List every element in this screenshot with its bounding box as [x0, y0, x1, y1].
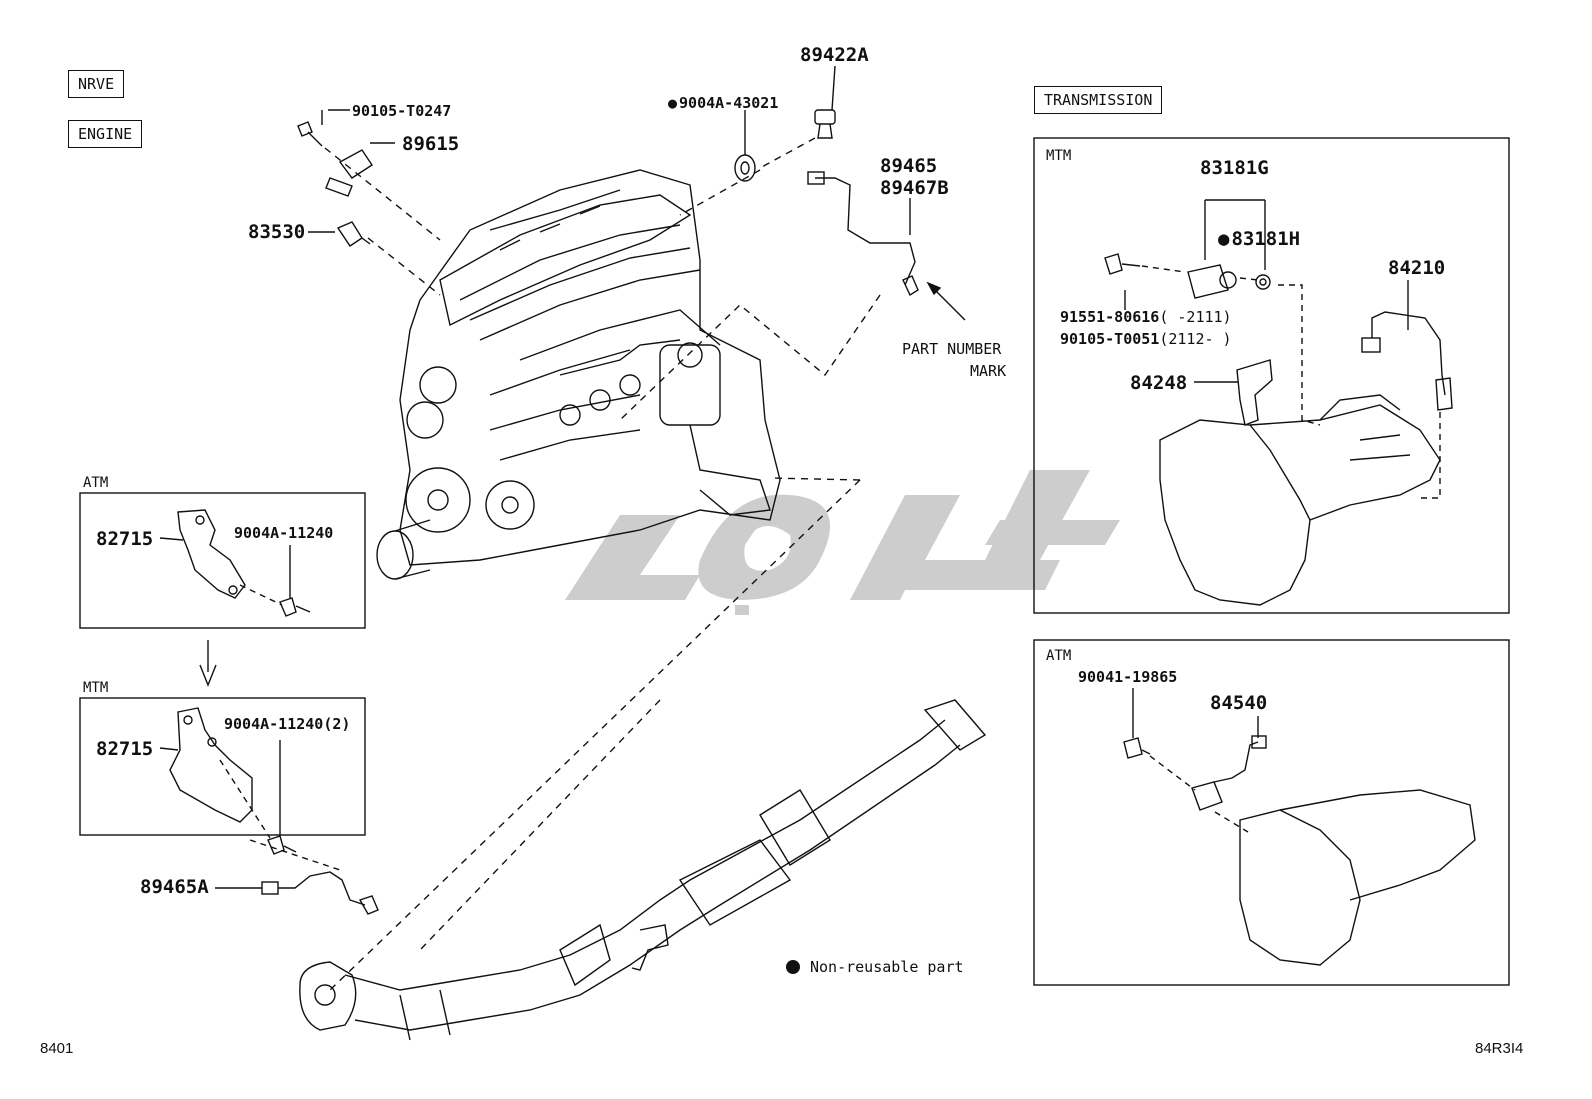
part-89467B[interactable]: 89467B	[880, 177, 949, 199]
sensor-89422A-icon	[814, 109, 836, 139]
part-82715-mtm[interactable]: 82715	[96, 738, 154, 760]
section-mtm-right: MTM	[1046, 148, 1072, 164]
atm-transmission-box	[1033, 639, 1510, 986]
mtm-transmission-box	[1033, 137, 1510, 614]
footer-right-code: 84R3I4	[1475, 1040, 1524, 1057]
mtm-bracket-box	[79, 697, 366, 836]
part-91551-number: 91551-80616	[1060, 308, 1160, 326]
part-90105-T0051-range: (2112- )	[1159, 330, 1232, 348]
bracket-82715-atm-icon	[177, 509, 246, 599]
transmission-mtm-drawing	[1159, 394, 1441, 606]
speed-sensor-83181G-icon	[1187, 264, 1237, 299]
tag-transmission: TRANSMISSION	[1034, 86, 1163, 114]
bolt-9004A-11240-icon	[279, 597, 311, 617]
note-mark: MARK	[970, 362, 1007, 380]
knock-sensor-89615-icon	[325, 149, 373, 197]
section-atm-top: ATM	[83, 475, 109, 491]
tag-engine: ENGINE	[68, 120, 143, 148]
section-atm-right: ATM	[1046, 648, 1072, 664]
tag-nrve: NRVE	[68, 70, 125, 98]
part-89615[interactable]: 89615	[402, 133, 460, 155]
switch-83530-icon	[336, 221, 371, 247]
oxygen-sensor-89465A-icon	[261, 871, 379, 915]
part-90105-T0247[interactable]: 90105-T0247	[352, 102, 452, 120]
watermark	[565, 470, 1120, 615]
harness-84210-icon	[1361, 311, 1453, 411]
part-82715-atm[interactable]: 82715	[96, 528, 154, 550]
part-90041-19865[interactable]: 90041-19865	[1078, 668, 1178, 686]
bolt-9004A-11240-2-icon	[267, 835, 297, 855]
gasket-9004A-43021-icon	[734, 154, 756, 182]
bolt-90041-19865-icon	[1123, 737, 1151, 759]
engine-drawing	[376, 169, 781, 580]
oxygen-sensor-89465-icon	[807, 171, 919, 297]
part-89465[interactable]: 89465	[880, 155, 938, 177]
part-83181H[interactable]: 83181H	[1218, 228, 1300, 250]
bracket-84248-icon	[1236, 359, 1273, 426]
part-83530[interactable]: 83530	[248, 221, 306, 243]
part-84540[interactable]: 84540	[1210, 692, 1268, 714]
part-9004A-11240[interactable]: 9004A-11240	[234, 524, 334, 542]
bolt-91551-icon	[1104, 253, 1141, 275]
part-84210[interactable]: 84210	[1388, 257, 1446, 279]
note-part-number: PART NUMBER	[902, 340, 1002, 358]
legend-non-reusable: Non-reusable part	[810, 958, 964, 976]
atm-bracket-box	[79, 492, 366, 629]
exhaust-pipe-drawing	[299, 699, 987, 1041]
part-89422A[interactable]: 89422A	[800, 44, 869, 66]
part-84248[interactable]: 84248	[1130, 372, 1188, 394]
transmission-atm-drawing	[1239, 789, 1476, 966]
part-83181G[interactable]: 83181G	[1200, 157, 1269, 179]
non-reusable-bullet-icon	[786, 960, 800, 974]
footer-left-code: 8401	[40, 1040, 74, 1057]
part-90105-T0051[interactable]: 90105-T0051(2112- )	[1060, 330, 1232, 348]
part-number-mark-arrow	[926, 281, 966, 321]
section-mtm-left: MTM	[83, 680, 109, 696]
part-90105-T0051-number: 90105-T0051	[1060, 330, 1160, 348]
part-91551-range: ( -2111)	[1159, 308, 1232, 326]
part-91551-80616[interactable]: 91551-80616( -2111)	[1060, 308, 1232, 326]
sensor-84540-icon	[1191, 735, 1267, 811]
part-9004A-43021[interactable]: 9004A-43021	[668, 94, 778, 112]
o-ring-83181H-icon	[1255, 274, 1271, 290]
bolt-90105-T0247-icon	[297, 121, 323, 147]
part-9004A-11240-2[interactable]: 9004A-11240(2)	[224, 715, 351, 733]
part-89465A[interactable]: 89465A	[140, 876, 209, 898]
engine-dashed-lines	[324, 137, 881, 991]
